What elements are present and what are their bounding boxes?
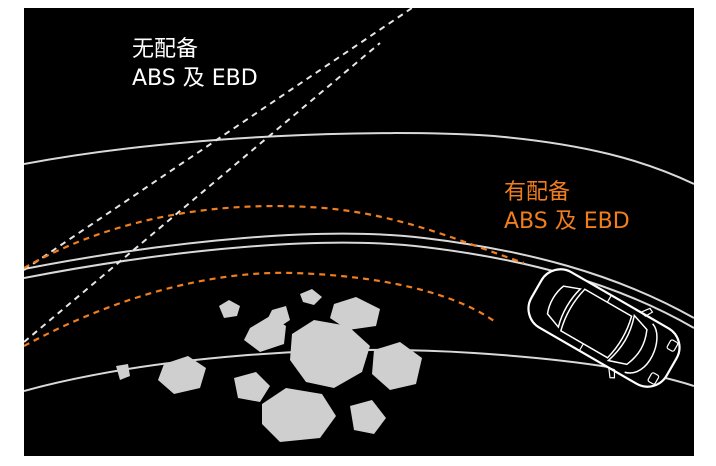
road-illustration <box>24 8 694 442</box>
dashed-curve-with-1 <box>24 205 525 269</box>
rock <box>262 388 336 442</box>
car-windshield <box>606 313 648 366</box>
car-body <box>527 268 681 388</box>
rock <box>330 297 380 330</box>
car-hood-line <box>624 323 658 374</box>
car-headlight <box>666 339 679 352</box>
car-rear-window <box>546 285 582 329</box>
label-with-abs-ebd: 有配备 ABS 及 EBD <box>504 178 630 236</box>
road-lane-lower <box>24 241 694 329</box>
rock <box>234 372 270 402</box>
dashed-line-without-1 <box>24 8 413 271</box>
road-lane-upper <box>24 232 694 319</box>
road-edge-top <box>24 132 694 185</box>
rock <box>158 356 206 394</box>
rock <box>116 364 130 380</box>
rock <box>219 300 240 318</box>
dashed-line-without-2 <box>24 42 381 343</box>
car-door-line <box>606 295 612 303</box>
car-headlight <box>647 372 660 385</box>
car-door-line <box>579 343 584 351</box>
label-with-line1: 有配备 <box>504 180 571 205</box>
rock <box>300 289 322 305</box>
label-without-abs-ebd: 无配备 ABS 及 EBD <box>132 35 258 93</box>
car-mirror <box>608 366 616 379</box>
car-top-view-icon <box>527 268 681 388</box>
rock <box>372 342 422 390</box>
label-without-line1: 无配备 <box>132 37 199 62</box>
path-with-abs <box>24 205 525 347</box>
label-with-line2: ABS 及 EBD <box>504 209 630 234</box>
rock <box>350 400 386 434</box>
diagram-panel: 无配备 ABS 及 EBD 有配备 ABS 及 EBD <box>24 8 694 456</box>
path-without-abs <box>24 8 413 343</box>
rock <box>244 316 286 352</box>
label-without-line2: ABS 及 EBD <box>132 66 258 91</box>
rock <box>290 320 370 388</box>
car-mirror <box>639 307 654 317</box>
rock-cluster-icon <box>116 289 422 442</box>
car-roof <box>559 288 633 359</box>
